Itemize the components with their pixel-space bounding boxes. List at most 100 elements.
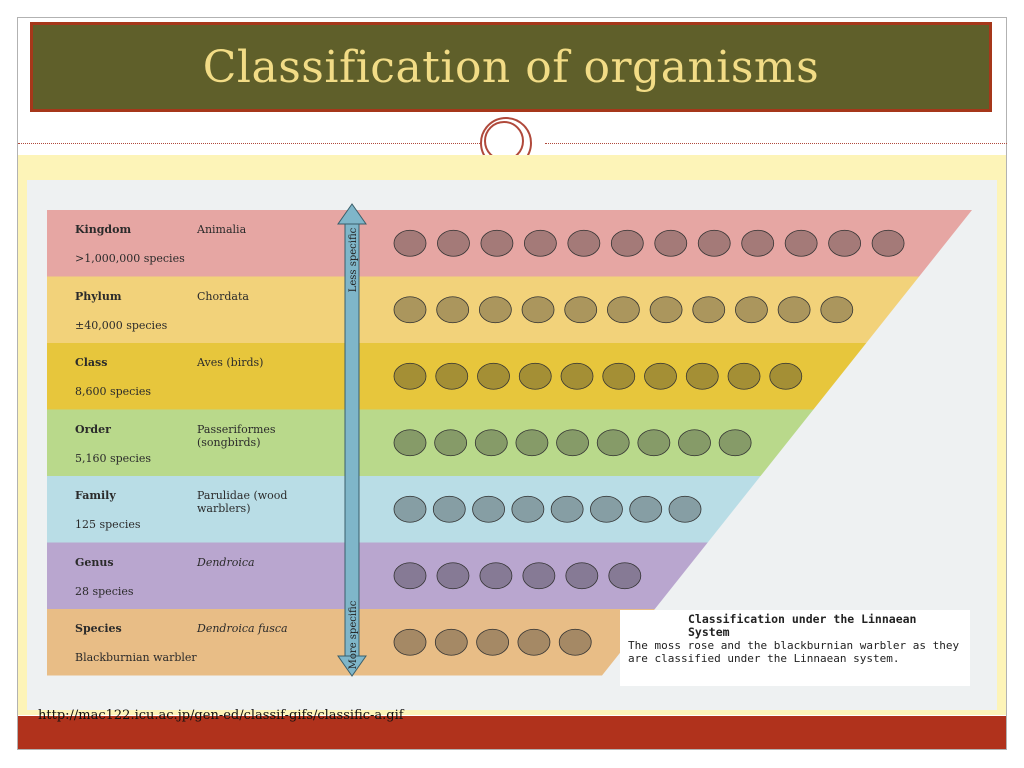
organism-illustration: [564, 296, 598, 324]
organism-illustration: [590, 495, 623, 523]
organism-illustration: [692, 296, 726, 324]
organism-illustration: [434, 429, 468, 457]
band-phylum: [47, 276, 920, 343]
organism-illustration: [393, 429, 427, 457]
divider-left: [18, 143, 480, 144]
organism-illustration: [678, 429, 711, 457]
organism-illustration: [654, 229, 688, 257]
taxon-name: Parulidae (wood warblers): [197, 489, 288, 515]
organism-illustration: [629, 495, 663, 523]
species-count: 28 species: [75, 584, 134, 598]
organism-illustration: [567, 229, 601, 257]
arrow-head-bottom: [337, 655, 367, 677]
rank-name: Family: [75, 489, 116, 502]
band-family: [47, 476, 761, 543]
organism-illustration: [784, 229, 818, 257]
arrow-head-top: [337, 203, 367, 225]
band-order: [47, 409, 814, 476]
rank-name: Species: [75, 622, 122, 635]
axis-label-less-specific: Less specific: [348, 227, 359, 292]
organism-illustration: [871, 229, 905, 257]
rank-name: Genus: [75, 555, 114, 569]
caption-title: Classification under the Linnaean System: [688, 612, 917, 639]
organism-illustration: [476, 628, 510, 656]
taxon-name: Dendroica fusca: [197, 622, 288, 635]
rank-name: Order: [75, 422, 111, 436]
source-url[interactable]: http://mac122.icu.ac.jp/gen-ed/classif-g…: [38, 708, 404, 723]
organism-illustration: [558, 628, 592, 656]
taxon-name: Animalia: [197, 223, 247, 236]
rank-name: Phylum: [75, 289, 122, 303]
slide-title: Classification of organisms: [202, 41, 820, 93]
organism-illustration: [727, 362, 761, 390]
rank-name: Kingdom: [75, 223, 132, 236]
organism-illustration: [828, 229, 862, 257]
organism-illustration: [393, 362, 427, 390]
rank-name: Class: [75, 356, 108, 369]
organism-illustration: [649, 296, 683, 324]
organism-illustration: [735, 296, 768, 324]
band-genus: [47, 542, 708, 609]
species-count: Blackburnian warbler: [75, 651, 197, 664]
organism-illustration: [596, 429, 630, 457]
organism-illustration: [668, 495, 702, 523]
figure-caption: Classification under the Linnaean System…: [620, 610, 970, 686]
organism-illustration: [565, 562, 599, 590]
taxon-name: Passeriformes (songbirds): [197, 422, 276, 449]
organism-illustration: [608, 562, 642, 590]
organism-illustration: [523, 229, 557, 257]
organism-illustration: [511, 495, 545, 523]
organism-illustration: [478, 296, 512, 324]
taxon-name: Aves (birds): [197, 356, 264, 369]
organism-illustration: [602, 362, 636, 390]
organism-illustration: [521, 296, 555, 324]
organism-illustration: [769, 362, 803, 390]
organism-illustration: [606, 296, 640, 324]
organism-illustration: [393, 229, 427, 257]
organism-illustration: [393, 628, 427, 656]
organism-illustration: [474, 429, 508, 457]
organism-illustration: [515, 429, 549, 457]
taxon-name: Dendroica: [197, 555, 255, 569]
species-count: 125 species: [75, 518, 141, 531]
organism-illustration: [472, 495, 505, 523]
organism-illustration: [560, 362, 594, 390]
organism-illustration: [477, 362, 510, 390]
organism-illustration: [480, 229, 514, 257]
organism-illustration: [610, 229, 644, 257]
organism-illustration: [393, 562, 427, 590]
organism-illustration: [479, 562, 513, 590]
organism-illustration: [777, 296, 811, 324]
organism-illustration: [556, 429, 589, 457]
bottom-accent-bar: [18, 716, 1006, 749]
species-count: 8,600 species: [75, 385, 152, 398]
taxon-name: Chordata: [197, 289, 249, 303]
organism-illustration: [434, 628, 468, 656]
organism-illustration: [518, 362, 552, 390]
band-kingdom: [47, 210, 972, 277]
organism-illustration: [685, 362, 719, 390]
band-class: [47, 343, 867, 410]
organism-illustration: [741, 229, 775, 257]
organism-illustration: [432, 495, 466, 523]
organism-illustration: [550, 495, 584, 523]
organism-illustration: [393, 495, 427, 523]
organism-illustration: [435, 362, 469, 390]
divider-right: [545, 143, 1007, 144]
axis-label-more-specific: More specific: [348, 600, 359, 669]
organism-illustration: [637, 429, 671, 457]
organism-illustration: [644, 362, 677, 390]
organism-illustration: [522, 562, 556, 590]
species-count: ±40,000 species: [75, 318, 168, 332]
organism-illustration: [393, 296, 427, 324]
organism-illustration: [820, 296, 854, 324]
organism-illustration: [436, 562, 470, 590]
organism-illustration: [436, 296, 470, 324]
title-bar: Classification of organisms: [30, 22, 992, 112]
species-count: 5,160 species: [75, 451, 152, 465]
caption-body: The moss rose and the blackburnian warbl…: [628, 639, 960, 665]
organism-illustration: [718, 429, 752, 457]
species-count: >1,000,000 species: [75, 252, 185, 265]
